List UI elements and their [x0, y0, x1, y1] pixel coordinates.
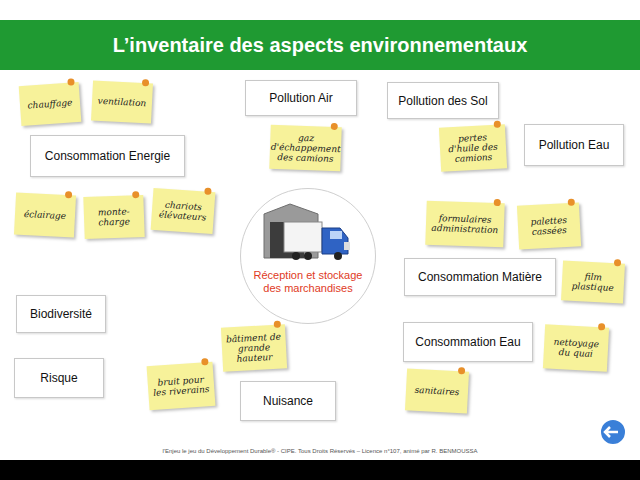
category-label: Nuisance	[263, 394, 313, 408]
note-text: pertes d'huile des camions	[442, 133, 503, 166]
footer-note: l'Enjeu le jeu du Développement Durable®…	[0, 448, 640, 454]
sticky-note: éclairage	[14, 192, 76, 237]
sticky-note: palettes cassées	[517, 202, 581, 249]
note-text: chauffage	[27, 98, 72, 111]
category-label: Pollution Eau	[539, 138, 610, 152]
nav-button	[600, 419, 626, 445]
activity-label: Réception et stockage des marchandises	[241, 269, 375, 295]
note-text: palettes cassées	[521, 216, 578, 239]
sticky-note: bâtiment de grande hauteur	[221, 324, 287, 371]
category-box: Consommation Eau	[403, 322, 533, 362]
category-label: Consommation Energie	[45, 149, 170, 163]
note-text: bâtiment de grande hauteur	[224, 333, 283, 366]
sticky-note: monte-charge	[83, 195, 144, 239]
category-label: Pollution Air	[269, 91, 332, 105]
category-box: Nuisance	[240, 381, 336, 421]
sticky-note: formulaires administration	[425, 201, 504, 248]
category-box: Pollution Air	[245, 80, 357, 116]
wheel	[292, 252, 300, 260]
category-label: Consommation Eau	[415, 335, 520, 349]
title: L’inventaire des aspects environnementau…	[0, 20, 640, 70]
truck-window	[330, 231, 342, 239]
note-text: chariots élévateurs	[154, 200, 211, 224]
sticky-note: gaz d'échappement des camions	[269, 125, 342, 171]
sticky-note: chariots élévateurs	[151, 188, 216, 234]
sticky-note: film plastique	[561, 260, 625, 303]
note-text: nettoyage du quai	[546, 338, 605, 361]
category-box: Pollution des Sol	[387, 82, 499, 119]
category-box: Risque	[14, 358, 104, 398]
category-box: Biodiversité	[16, 295, 106, 333]
activity-circle: Réception et stockage des marchandises	[240, 188, 376, 324]
wheel	[334, 252, 342, 260]
note-text: monte-charge	[87, 207, 142, 229]
note-text: sanitaires	[414, 386, 459, 398]
note-text: ventilation	[97, 97, 146, 109]
bottom-band	[0, 460, 640, 480]
category-label: Risque	[40, 371, 77, 385]
note-text: éclairage	[24, 210, 67, 222]
category-label: Consommation Matière	[418, 270, 542, 284]
category-box: Pollution Eau	[524, 124, 624, 166]
note-text: bruit pour les riverains	[150, 375, 211, 399]
category-box: Consommation Matière	[404, 258, 556, 296]
sticky-note: bruit pour les riverains	[147, 362, 216, 410]
sticky-note: sanitaires	[405, 368, 469, 413]
truck-grille	[344, 242, 350, 250]
note-text: formulaires administration	[429, 214, 502, 236]
sticky-note: nettoyage du quai	[543, 324, 609, 371]
nav-arrow	[605, 427, 618, 437]
wheel	[304, 252, 312, 260]
category-label: Pollution des Sol	[398, 94, 487, 108]
truck-cab	[322, 228, 348, 254]
sticky-note: ventilation	[91, 80, 153, 123]
category-label: Biodiversité	[30, 307, 92, 321]
sticky-note: pertes d'huile des camions	[439, 124, 507, 171]
category-box: Consommation Energie	[30, 135, 185, 177]
sticky-note: chauffage	[19, 82, 82, 126]
note-text: film plastique	[564, 272, 621, 295]
trailer	[284, 222, 322, 252]
note-text: gaz d'échappement des camions	[270, 133, 341, 165]
